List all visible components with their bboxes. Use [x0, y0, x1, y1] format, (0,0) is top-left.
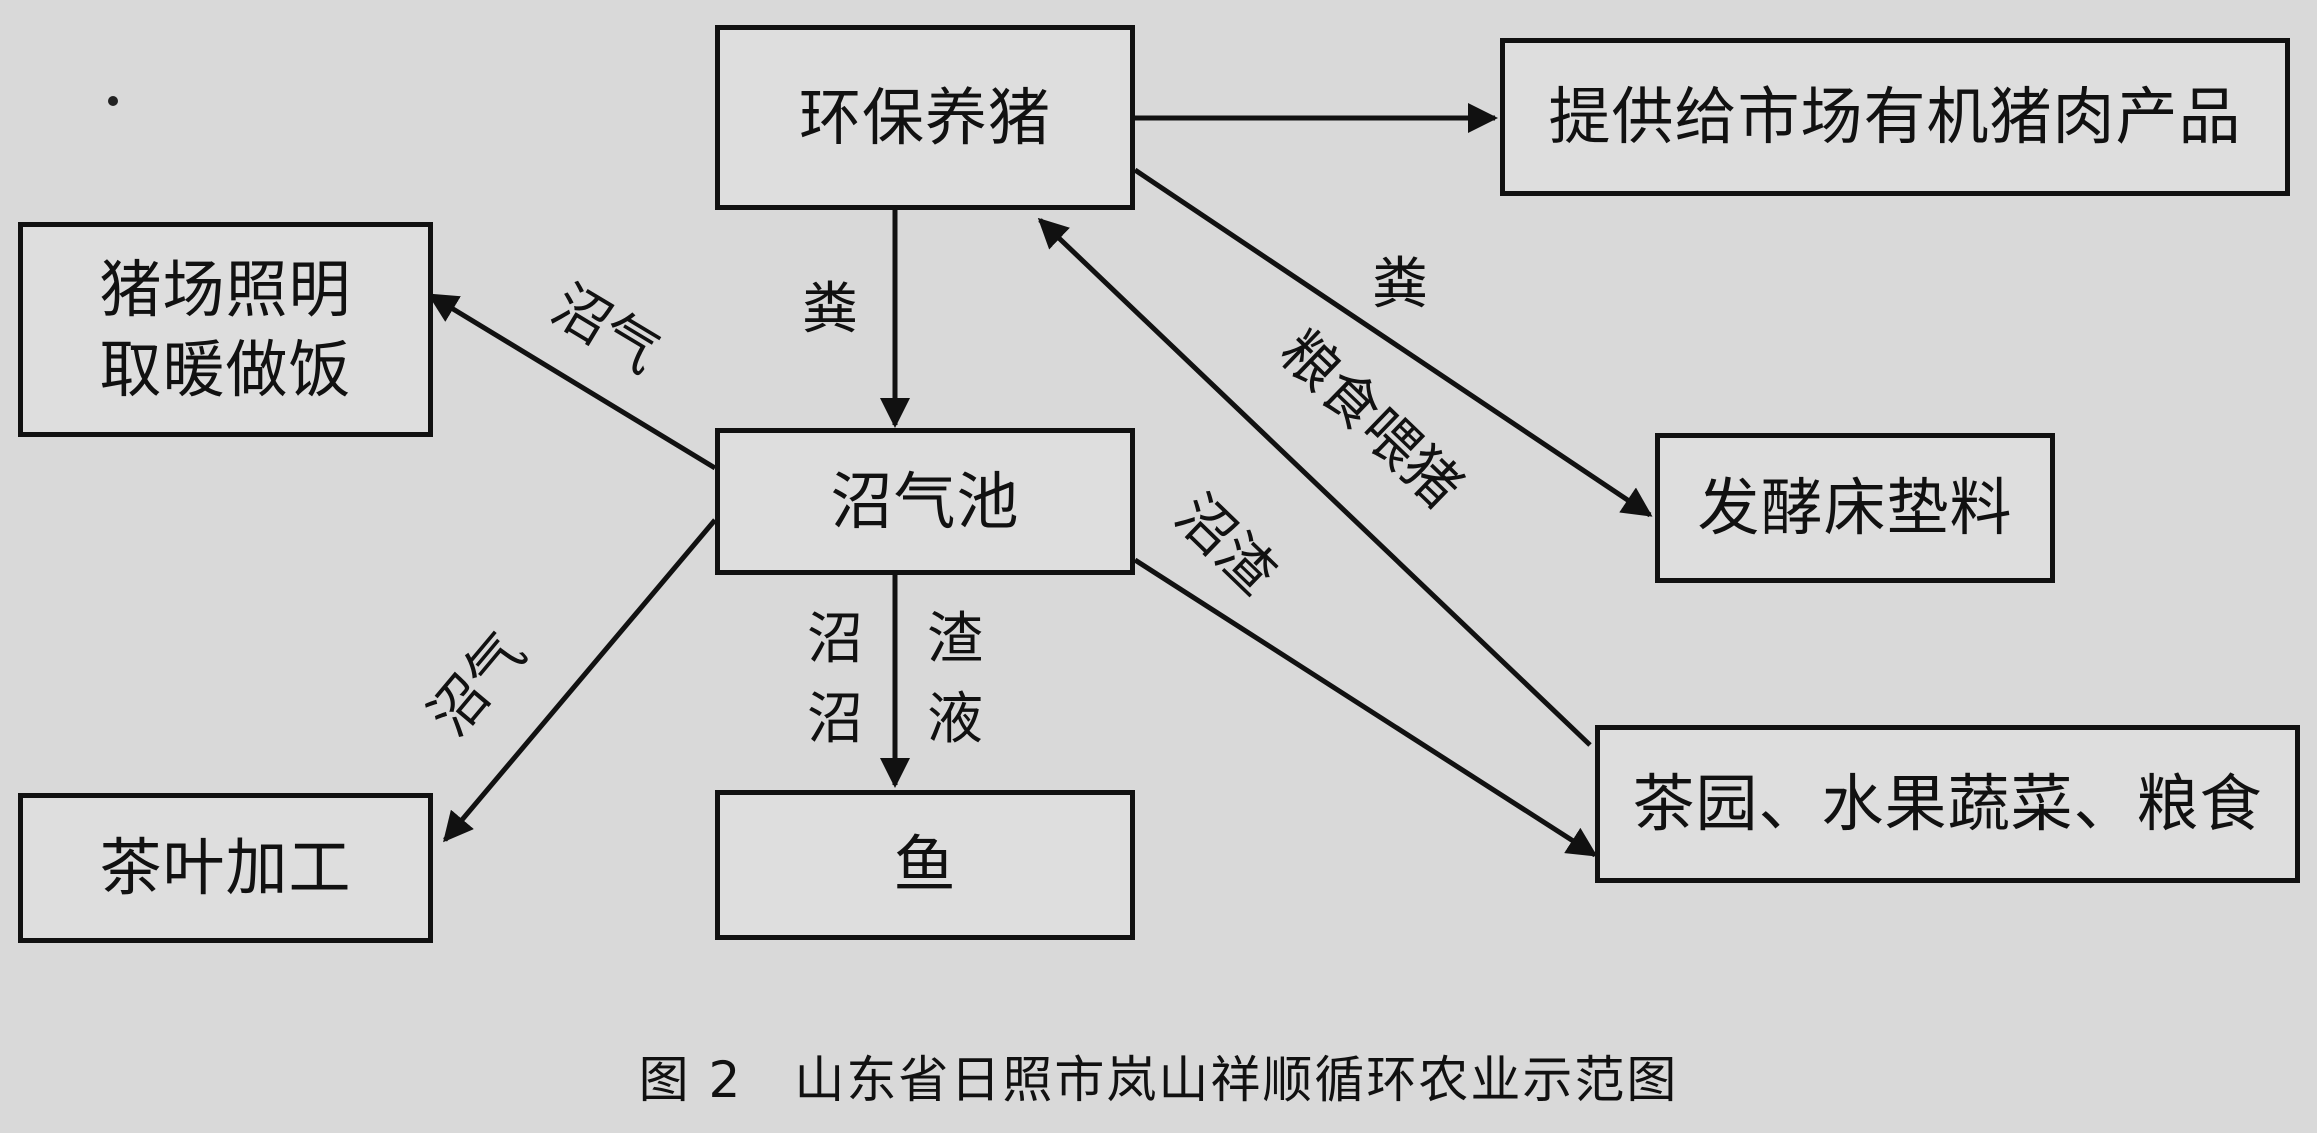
- arrow-pig-to-bedding: [1133, 167, 1653, 518]
- arrow-biogas-to-tea: [443, 518, 717, 843]
- node-tea-processing: 茶叶加工: [18, 793, 433, 943]
- label-manure-to-biogas: 粪: [802, 277, 858, 342]
- arrow-farm-to-pig: [1037, 217, 1592, 747]
- label-fish-col1-top: 沼: [807, 607, 863, 672]
- arrow-biogas-to-farm: [1133, 557, 1598, 858]
- label-manure-to-bedding: 粪: [1372, 252, 1428, 317]
- label-fish-col2-top: 渣: [927, 607, 983, 672]
- print-speck: [108, 96, 118, 106]
- node-fish: 鱼: [715, 790, 1135, 940]
- node-farm-produce: 茶园、水果蔬菜、粮食: [1595, 725, 2300, 883]
- arrow-biogas-to-lighting: [427, 292, 717, 471]
- figure-caption: 图 2 山东省日照市岚山祥顺循环农业示范图: [638, 1051, 1679, 1109]
- node-pig-farming: 环保养猪: [715, 25, 1135, 210]
- label-fish-col1-bottom: 沼: [807, 687, 863, 752]
- label-fish-col2-bottom: 液: [927, 687, 983, 752]
- node-market: 提供给市场有机猪肉产品: [1500, 38, 2290, 196]
- node-lighting-heating: 猪场照明 取暖做饭: [18, 222, 433, 437]
- node-biogas-pit: 沼气池: [715, 428, 1135, 575]
- node-bedding: 发酵床垫料: [1655, 433, 2055, 583]
